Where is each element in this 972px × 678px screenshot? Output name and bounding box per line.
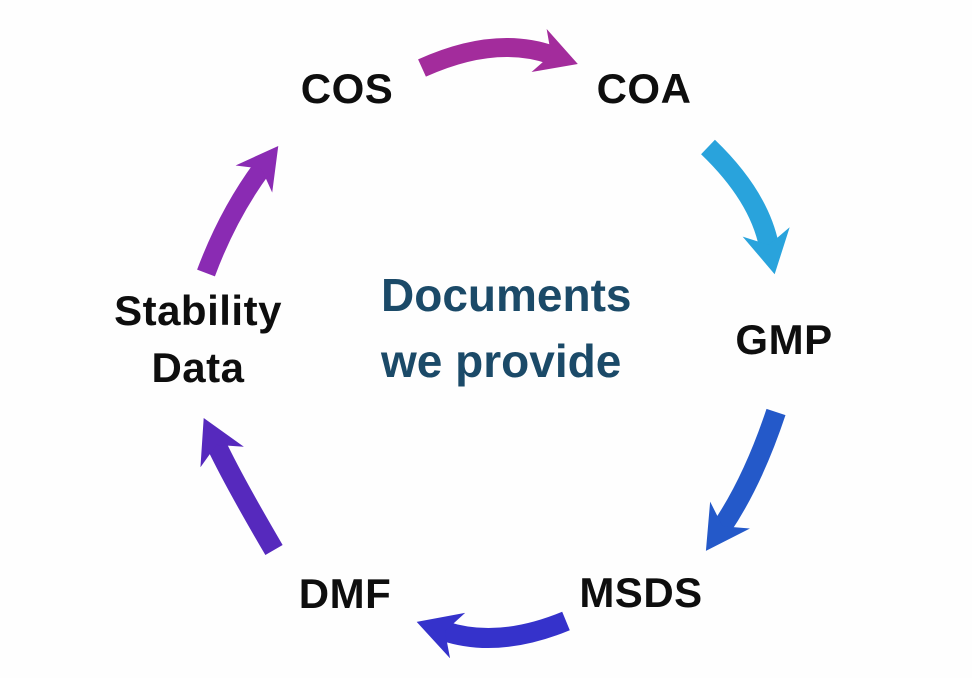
arrow-stability-to-cos: [197, 145, 279, 277]
node-label-dmf: DMF: [298, 570, 392, 617]
node-label-msds: MSDS: [579, 569, 703, 616]
node-label-stability-line1: Stability: [114, 287, 282, 334]
node-label-cos: COS: [300, 65, 394, 112]
node-label-stability-line2: Data: [151, 344, 245, 391]
arrow-coa-to-gmp: [701, 139, 790, 275]
center-title-line2: we provide: [381, 335, 622, 387]
node-label-gmp: GMP: [735, 316, 833, 363]
center-title: Documents we provide: [381, 262, 631, 394]
arrow-gmp-to-msds: [705, 408, 786, 551]
arrow-msds-to-dmf: [416, 611, 570, 659]
arrow-dmf-to-stability: [200, 417, 283, 556]
center-title-line1: Documents: [381, 269, 632, 321]
arrow-cos-to-coa: [418, 28, 578, 77]
node-label-coa: COA: [596, 65, 692, 112]
node-label-stability-data: Stability Data: [114, 282, 282, 396]
